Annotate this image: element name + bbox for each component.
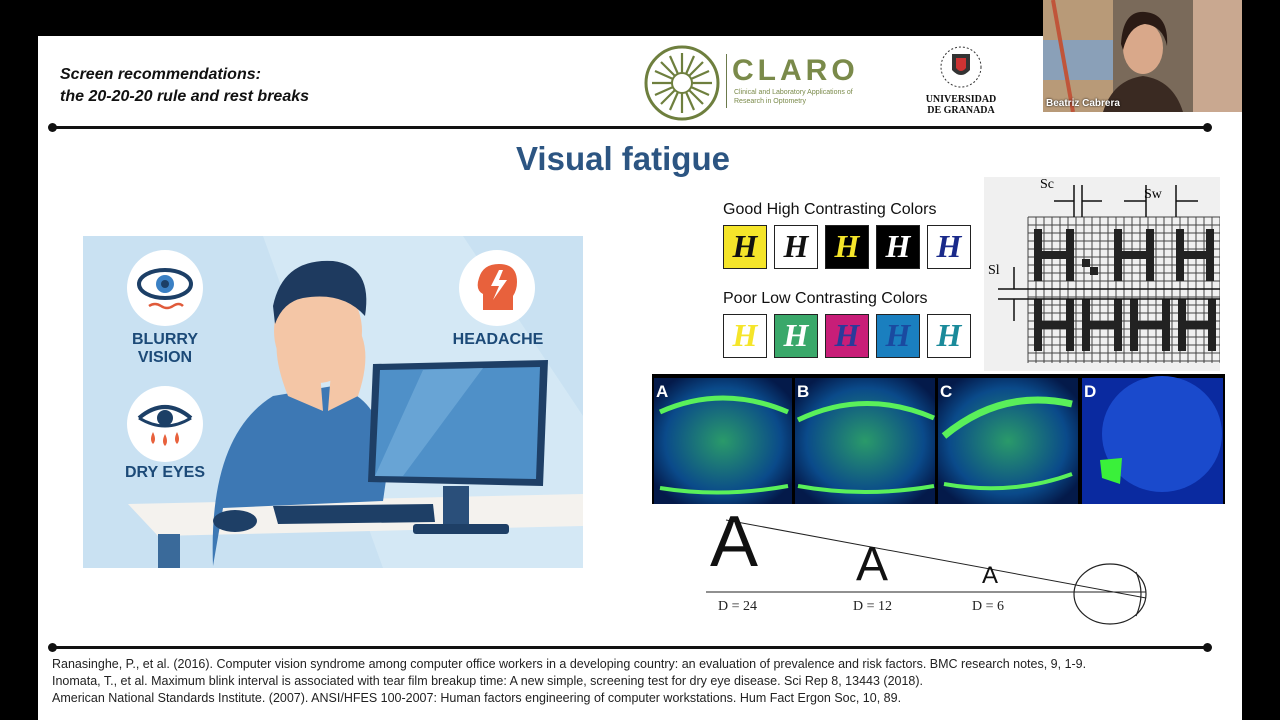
poor-contrast-title: Poor Low Contrasting Colors (723, 290, 928, 307)
acuity-letter: A (710, 502, 759, 582)
contrast-swatch: H (774, 314, 818, 358)
contrast-swatch: H (723, 225, 767, 269)
header-line-1: Screen recommendations: (60, 66, 261, 83)
blurry-eye-icon (137, 268, 193, 310)
distance-label-12: D = 12 (853, 599, 893, 614)
header-divider (48, 123, 1212, 132)
reference-item: American National Standards Institute. (… (52, 691, 902, 705)
webcam-feed-image (1043, 0, 1242, 112)
footer-divider (48, 643, 1212, 652)
letter-grid-icon (998, 185, 1220, 363)
visual-angle-diagram (706, 519, 1147, 625)
claro-subtitle: Clinical and Laboratory Applications of … (734, 89, 853, 105)
eye-photo-strip: A B C D (652, 374, 1225, 504)
contrast-swatch: H (825, 314, 869, 358)
symptom-headache: HEADACHE (452, 331, 544, 348)
contrast-swatch: H (876, 314, 920, 358)
participant-video-tile[interactable]: Beatriz Cabrera (1043, 0, 1242, 112)
eye-panel-label-d: D (1084, 382, 1097, 401)
worker-at-computer-icon (83, 236, 583, 568)
university-name: UNIVERSIDAD DE GRANADA (912, 94, 1010, 116)
spacing-label-sw: Sw (1144, 187, 1162, 202)
symptom-dry-eyes: DRY EYES (124, 464, 206, 481)
university-crest-icon (940, 46, 982, 88)
eye-panel-label-a: A (656, 382, 669, 401)
contrast-swatch: H (774, 225, 818, 269)
headache-icon-bg (459, 250, 535, 326)
contrast-swatch: H (825, 225, 869, 269)
header-line-2: the 20-20-20 rule and rest breaks (60, 88, 310, 105)
participant-name: Beatriz Cabrera (1046, 98, 1120, 109)
university-name-line-2: DE GRANADA (927, 105, 995, 116)
slide-title: Visual fatigue (516, 140, 730, 177)
reference-item: Inomata, T., et al. Maximum blink interv… (52, 674, 924, 688)
acuity-letter: A (856, 538, 889, 591)
letter-spacing-diagram: Sc Sw Sl (984, 177, 1220, 371)
university-name-line-1: UNIVERSIDAD (925, 94, 997, 105)
contrast-swatch: H (927, 314, 971, 358)
references: Ranasinghe, P., et al. (2016). Computer … (52, 656, 1086, 707)
slide-header: Screen recommendations: the 20-20-20 rul… (60, 64, 309, 108)
spacing-label-sl: Sl (988, 263, 1000, 278)
eye-panel-label-c: C (940, 382, 953, 401)
visual-fatigue-illustration: BLURRY VISION HEADACHE DRY EYES (83, 236, 583, 568)
logo-divider (726, 54, 727, 108)
distance-label-6: D = 6 (972, 599, 1005, 614)
eye-panel-label-b: B (797, 382, 810, 401)
spacing-label-sc: Sc (1040, 177, 1054, 192)
contrast-swatch: H (876, 225, 920, 269)
claro-wordmark: CLARO (732, 54, 859, 87)
distance-label-24: D = 24 (718, 599, 758, 614)
symptom-blurry-vision: BLURRY VISION (131, 331, 199, 366)
blurry-vision-icon-bg (127, 250, 203, 326)
contrast-swatch: H (723, 314, 767, 358)
reference-item: Ranasinghe, P., et al. (2016). Computer … (52, 657, 1087, 671)
good-contrast-title: Good High Contrasting Colors (723, 201, 937, 218)
headache-icon (477, 264, 517, 310)
presentation-slide: Screen recommendations: the 20-20-20 rul… (38, 36, 1242, 720)
dry-eye-icon (137, 405, 193, 446)
acuity-letter: A (982, 562, 999, 589)
claro-emblem-icon (644, 45, 720, 121)
fluorescein-eyes-image (654, 376, 1223, 504)
contrast-swatch: H (927, 225, 971, 269)
dry-eyes-icon-bg (127, 386, 203, 462)
